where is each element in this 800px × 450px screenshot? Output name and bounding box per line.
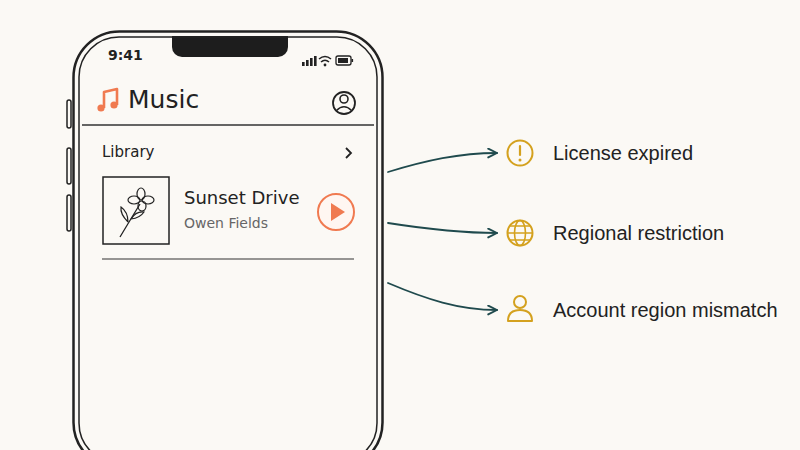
node-text: Account region mismatch [553, 298, 778, 322]
phone-screen-outline [79, 37, 377, 450]
profile-icon [337, 107, 352, 111]
reason-item: Regional restriction [505, 213, 795, 253]
phone-frame: 9:41MusicLibrarySunset DriveOwen Fields [72, 30, 384, 450]
side-button [67, 195, 71, 231]
flower-sketch [121, 207, 128, 222]
globe-icon [508, 226, 533, 240]
flower-sketch [138, 201, 146, 211]
music-note-icon [104, 89, 117, 108]
battery-icon [352, 59, 354, 62]
wifi-icon [319, 57, 331, 63]
signal-icon [302, 62, 305, 66]
chevron-icon [346, 148, 351, 158]
side-button [67, 100, 71, 128]
phone-outline [74, 32, 383, 450]
node-text: Library [102, 143, 154, 161]
separator-line [82, 124, 374, 125]
side-button [67, 148, 71, 184]
battery-icon [336, 56, 351, 65]
node-text: Owen Fields [184, 215, 268, 232]
album-art [103, 177, 169, 244]
reason-item: Account region mismatch [505, 290, 795, 330]
signal-icon [310, 58, 313, 66]
phone-notch [172, 36, 288, 57]
signal-icon [306, 60, 309, 66]
flower-sketch [128, 196, 140, 204]
person-icon [514, 296, 526, 308]
arrow-connector [388, 153, 497, 172]
music-note-icon [110, 101, 117, 108]
play-button [331, 203, 345, 221]
flower-sketch [131, 212, 144, 219]
node-text: Sunset Drive [184, 187, 299, 209]
node-text: Regional restriction [553, 221, 724, 245]
globe-icon [508, 221, 533, 246]
signal-icon [314, 56, 317, 66]
flower-sketch [120, 204, 140, 237]
flower-sketch [142, 196, 154, 204]
battery-icon [338, 58, 348, 63]
flower-sketch [137, 188, 145, 200]
reason-item: License expired [505, 133, 795, 173]
play-button [318, 194, 354, 230]
node-text: License expired [553, 141, 693, 165]
node-text: 9:41 [108, 47, 143, 64]
warning-icon [508, 141, 533, 166]
phone-outline [72, 30, 384, 450]
music-note-icon [97, 104, 104, 111]
wifi-icon [324, 64, 327, 67]
profile-icon [333, 92, 355, 114]
separator-line [102, 258, 354, 259]
person-icon [508, 310, 532, 321]
warning-icon [519, 159, 522, 162]
node-text: Music [128, 85, 199, 115]
arrow-connector [388, 283, 497, 310]
warning-icon [519, 146, 521, 155]
arrow-connector [388, 223, 497, 233]
profile-icon [340, 95, 348, 103]
track-row: Sunset DriveOwen Fields [100, 170, 364, 266]
